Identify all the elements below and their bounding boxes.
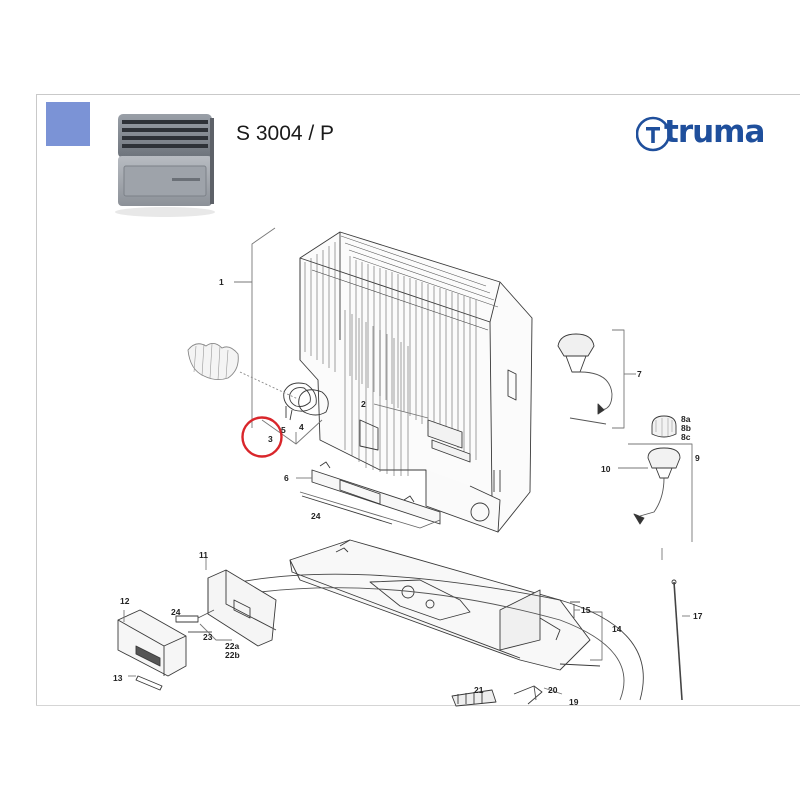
callout-11: 11 xyxy=(199,550,208,560)
control-knob xyxy=(651,415,677,438)
ignition-rail xyxy=(299,461,441,529)
callout-3: 3 xyxy=(268,434,273,444)
callout-22a: 22a xyxy=(225,641,239,651)
electronics-box xyxy=(117,609,187,677)
accent-square xyxy=(46,102,90,146)
callout-8c: 8c xyxy=(681,432,691,442)
callout-24-lower: 24 xyxy=(171,607,181,617)
callout-1: 1 xyxy=(219,277,224,287)
heater-front-panel-photo-icon xyxy=(115,114,215,217)
thermostat-housing xyxy=(633,447,681,525)
callout-22b: 22b xyxy=(225,650,240,660)
piezo-igniter xyxy=(557,333,613,425)
truma-logo-icon xyxy=(636,116,671,152)
spring-part xyxy=(187,343,239,381)
callout-4: 4 xyxy=(299,422,304,432)
frame-top-rule xyxy=(36,94,800,95)
callout-21: 21 xyxy=(474,685,484,695)
callout-20: 20 xyxy=(548,685,558,695)
callout-15: 15 xyxy=(581,605,591,615)
callout-5: 5 xyxy=(281,425,286,435)
callout-17: 17 xyxy=(693,611,703,621)
callout-9: 9 xyxy=(695,453,700,463)
callout-13: 13 xyxy=(113,673,123,683)
callout-8a: 8a xyxy=(681,414,691,424)
model-title: S 3004 / P xyxy=(236,122,335,145)
callout-6: 6 xyxy=(284,473,289,483)
base-plate xyxy=(289,539,601,671)
callout-8b: 8b xyxy=(681,423,691,433)
brand-wordmark: truma xyxy=(664,114,765,150)
frame-left-rule xyxy=(36,94,37,706)
callout-19: 19 xyxy=(569,697,579,707)
highlight-circle xyxy=(241,416,283,458)
callout-2: 2 xyxy=(361,399,366,409)
callout-12: 12 xyxy=(120,596,130,606)
callout-7: 7 xyxy=(637,369,642,379)
frame-bottom-rule xyxy=(36,705,800,706)
callout-14: 14 xyxy=(612,624,622,634)
control-unit xyxy=(205,556,277,647)
callout-10: 10 xyxy=(601,464,611,474)
callout-24-upper: 24 xyxy=(311,511,321,521)
callout-23: 23 xyxy=(203,632,213,642)
